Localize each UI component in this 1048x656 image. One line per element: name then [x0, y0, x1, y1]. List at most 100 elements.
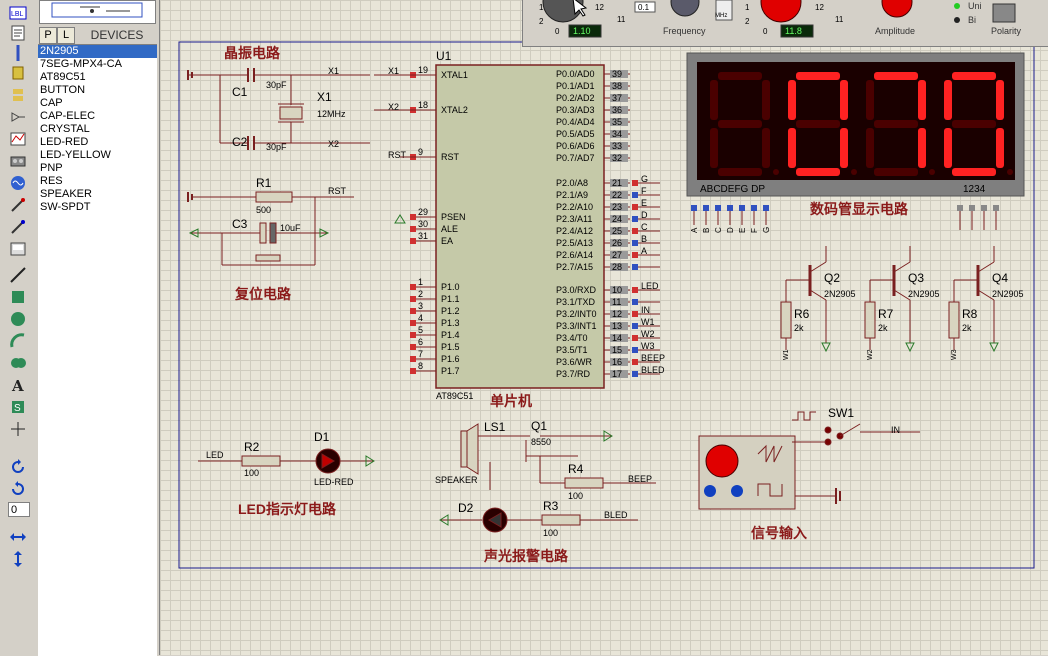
mcu-pin-name: P0.5/AD5 [556, 129, 595, 139]
digit-drivers[interactable]: Q22N2905R62kW1Q32N2905R72kW2Q42N2905R82k… [780, 246, 1024, 360]
text-tool-icon[interactable]: A [8, 376, 28, 394]
mcu-pin-num: 18 [418, 100, 428, 110]
device-item[interactable]: BUTTON [40, 84, 86, 96]
line-tool-icon[interactable] [8, 266, 28, 284]
bus-icon[interactable] [8, 44, 28, 62]
d1-label: D1 [314, 430, 330, 444]
amplitude-label: Amplitude [875, 26, 915, 36]
rotate-ccw-icon[interactable] [8, 480, 28, 498]
svg-text:S: S [14, 403, 21, 414]
pick-device-button[interactable]: P [39, 27, 57, 44]
rotate-cw-icon[interactable] [8, 458, 28, 476]
arc-tool-icon[interactable] [8, 332, 28, 350]
polarity-label: Polarity [991, 26, 1022, 36]
mcu-pin-num: 4 [418, 313, 423, 323]
mcu-net-label: LED [641, 281, 659, 291]
mcu-pin-name: P3.2/INT0 [556, 309, 597, 319]
mcu-pin-num: 35 [612, 117, 622, 127]
mcu-pin-name: P0.6/AD6 [556, 141, 595, 151]
oscillator-circuit[interactable] [187, 68, 420, 150]
device-item[interactable]: 2N2905 [38, 45, 157, 58]
transistor-label: Q3 [908, 271, 924, 285]
r4-label: R4 [568, 462, 584, 476]
polarity-button[interactable] [992, 3, 1016, 23]
mcu-pin-name: EA [441, 236, 453, 246]
segment-pin-label: A [690, 227, 699, 233]
mcu-pin-name: P1.4 [441, 330, 460, 340]
led-indicator-circuit[interactable] [198, 448, 374, 474]
device-item[interactable]: CAP [40, 97, 63, 109]
mirror-y-icon[interactable] [8, 550, 28, 568]
range-knob-icon[interactable] [542, 0, 584, 23]
circle-tool-icon[interactable] [8, 310, 28, 328]
d2-label: D2 [458, 501, 474, 515]
lbl-tool-icon[interactable]: LBL [8, 4, 28, 22]
subcircuit-icon[interactable] [8, 64, 28, 82]
amplitude-range-knob-icon[interactable] [760, 0, 802, 23]
u1-ref: U1 [436, 49, 452, 63]
mcu-pin-name: P3.5/T1 [556, 345, 588, 355]
mcu-net-label: BLED [641, 365, 665, 375]
amplitude-knob-icon[interactable] [881, 0, 913, 18]
box-tool-icon[interactable] [8, 288, 28, 306]
mcu-pin-num: 1 [418, 277, 423, 287]
mcu-pin-num: 16 [612, 357, 622, 367]
terminal-icon[interactable] [8, 86, 28, 104]
resistor-value: 2k [878, 323, 888, 333]
mcu-pin-num: 5 [418, 325, 423, 335]
reset-circuit[interactable] [187, 156, 422, 266]
generator-icon[interactable] [8, 174, 28, 192]
c2-label: C2 [232, 135, 248, 149]
net-x2-osc: X2 [328, 139, 339, 149]
mcu-pin-num: 10 [612, 285, 622, 295]
graph-icon[interactable] [8, 130, 28, 148]
device-item[interactable]: CRYSTAL [40, 123, 90, 135]
device-item[interactable]: PNP [40, 162, 63, 174]
device-item[interactable]: LED-YELLOW [40, 149, 111, 161]
mcu-net-label: A [641, 246, 647, 256]
left-toolbar: LBL A S 0 [0, 0, 38, 655]
device-item[interactable]: AT89C51 [40, 71, 86, 83]
device-item[interactable]: 7SEG-MPX4-CA [40, 58, 122, 70]
mcu-pin-name: ALE [441, 224, 458, 234]
virtual-instrument-icon[interactable] [8, 240, 28, 258]
mirror-x-icon[interactable] [8, 528, 28, 546]
r2-label: R2 [244, 440, 260, 454]
digit-select-net: W2 [867, 349, 874, 360]
device-pin-icon[interactable] [8, 108, 28, 126]
mcu-body[interactable] [435, 64, 605, 389]
device-item[interactable]: RES [40, 175, 63, 187]
mcu-pin-name: P1.3 [441, 318, 460, 328]
mcu-pin-num: 8 [418, 361, 423, 371]
frequency-knob-icon[interactable] [670, 0, 700, 17]
device-item[interactable]: CAP-ELEC [40, 110, 96, 122]
symbol-tool-icon[interactable]: S [8, 398, 28, 416]
knob2-scale-12: 12 [815, 3, 824, 12]
device-item[interactable]: SPEAKER [40, 188, 92, 200]
device-item[interactable]: SW-SPDT [40, 201, 91, 213]
mcu-pin-num: 12 [612, 309, 622, 319]
mcu-pin-num: 7 [418, 349, 423, 359]
sw1-switch[interactable] [792, 411, 920, 446]
probe-icon[interactable] [8, 196, 28, 214]
signal-generator[interactable] [698, 435, 841, 510]
angle-input[interactable]: 0 [8, 502, 30, 517]
c1-value: 30pF [266, 80, 287, 90]
knob1-scale-1: 1 [539, 3, 544, 12]
tape-icon[interactable] [8, 152, 28, 170]
mcu-title: 单片机 [490, 393, 532, 409]
mcu-pin-name: P3.0/RXD [556, 285, 597, 295]
library-button[interactable]: L [57, 27, 75, 44]
seven-segment-display[interactable]: ABCDEFG DP 1234 [686, 52, 1025, 197]
device-item[interactable]: LED-RED [40, 136, 89, 148]
current-probe-icon[interactable] [8, 218, 28, 236]
alarm-circuit[interactable] [440, 423, 656, 533]
resistor-value: 2k [794, 323, 804, 333]
text-script-icon[interactable] [8, 24, 28, 42]
marker-tool-icon[interactable] [8, 420, 28, 438]
overview-preview[interactable] [39, 0, 156, 24]
path-tool-icon[interactable] [8, 354, 28, 372]
signal-generator-panel[interactable]: 2 1 0 12 11 1.10 0.1 Frequency MHz 2 1 0… [522, 0, 1048, 47]
